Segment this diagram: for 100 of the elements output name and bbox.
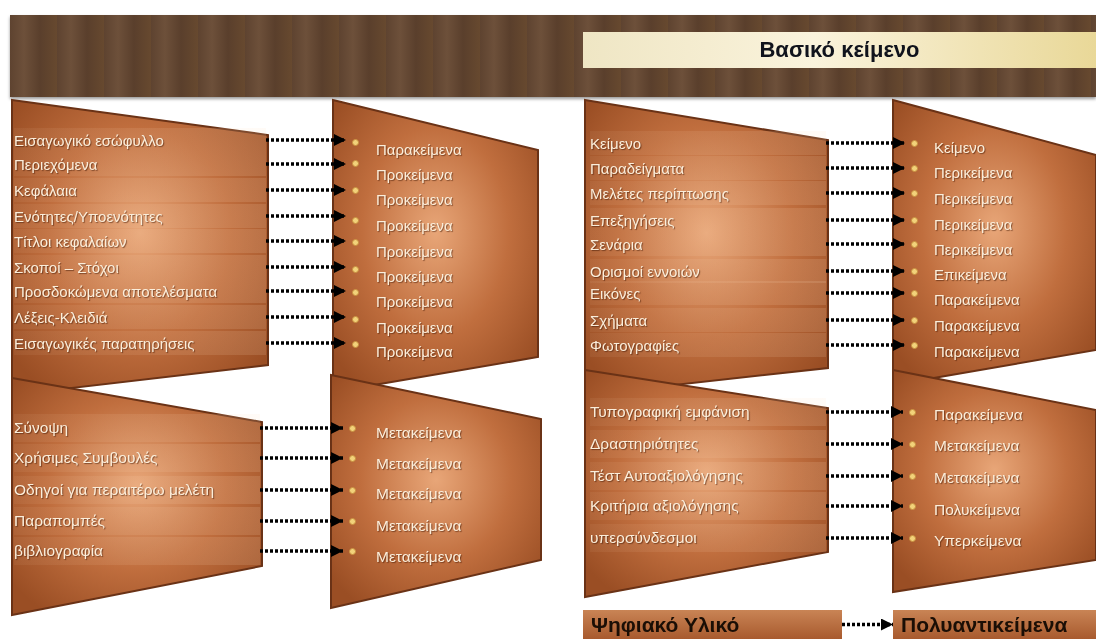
list-item: Οδηγοί για περαιτέρω μελέτη	[14, 481, 215, 499]
dotted-arrow	[826, 532, 903, 544]
list-item: Προκείμενα	[376, 318, 453, 336]
list-item: Επικείμενα	[934, 265, 1007, 283]
list-row	[14, 507, 260, 535]
list-item: Τυπογραφική εμφάνιση	[590, 403, 750, 421]
dotted-arrow	[826, 238, 905, 250]
list-item: Περικείμενα	[934, 163, 1013, 181]
list-item: Προκείμενα	[376, 292, 453, 310]
list-item: Παραπομπές	[14, 512, 106, 530]
list-row	[14, 204, 266, 228]
list-row	[590, 333, 826, 357]
list-item: Κείμενο	[590, 134, 642, 152]
list-row	[14, 279, 266, 303]
list-item: Μελέτες περίπτωσης	[590, 184, 729, 202]
list-row	[14, 331, 266, 355]
list-item: Παρακείμενα	[934, 290, 1020, 308]
dotted-arrow	[266, 311, 346, 323]
dotted-arrow	[266, 158, 346, 170]
list-item: Επεξηγήσεις	[590, 211, 675, 229]
dotted-arrow	[826, 287, 905, 299]
list-item: Ορισμοί εννοιών	[590, 262, 700, 280]
list-row	[14, 178, 266, 202]
list-item: Παραδείγματα	[590, 159, 685, 177]
list-row	[14, 152, 266, 176]
list-item: Ενότητες/Υποενότητες	[14, 207, 163, 225]
dotted-arrow	[826, 265, 905, 277]
list-item: Φωτογραφίες	[590, 336, 680, 354]
list-item: Κριτήρια αξιολόγησης	[590, 497, 739, 515]
list-row	[14, 414, 260, 442]
label-box: Πολυαντικείμενα	[893, 610, 1096, 639]
list-row	[590, 156, 826, 180]
dotted-arrow	[266, 134, 346, 146]
dotted-arrow	[266, 210, 346, 222]
list-item: Προκείμενα	[376, 342, 453, 360]
dotted-arrow	[266, 285, 346, 297]
list-item: Παρακείμενα	[934, 316, 1020, 334]
list-item: Τίτλοι κεφαλαίων	[14, 232, 127, 250]
list-item: Κεφάλαια	[14, 181, 78, 199]
dotted-arrow	[266, 184, 346, 196]
dotted-arrow	[826, 500, 903, 512]
list-row	[14, 476, 260, 504]
list-item: Περιεχόμενα	[14, 155, 98, 173]
label-box: Ψηφιακό Υλικό	[583, 610, 842, 639]
title-banner: Βασικό κείμενο	[583, 32, 1096, 68]
list-item: Μετακείμενα	[376, 548, 462, 566]
list-item: Κείμενο	[934, 138, 986, 156]
list-row	[14, 128, 266, 152]
list-item: Δραστηριότητες	[590, 435, 699, 453]
list-row	[14, 305, 266, 329]
list-item: Σύνοψη	[14, 419, 69, 437]
list-row	[590, 259, 826, 283]
list-item: Μετακείμενα	[376, 485, 462, 503]
dotted-arrow	[260, 515, 343, 527]
list-item: Μετακείμενα	[376, 517, 462, 535]
dotted-arrow	[826, 339, 905, 351]
list-item: Περικείμενα	[934, 189, 1013, 207]
list-item: Πολυκείμενα	[934, 501, 1021, 519]
list-item: Προκείμενα	[376, 190, 453, 208]
dotted-arrow	[260, 545, 343, 557]
dotted-arrow	[266, 261, 346, 273]
list-item: Εισαγωγικό εσώφυλλο	[14, 131, 164, 149]
list-item: Μετακείμενα	[376, 424, 462, 442]
dotted-arrow	[826, 406, 903, 418]
dotted-arrow	[842, 618, 893, 631]
list-item: Χρήσιμες Συμβουλές	[14, 449, 158, 467]
dotted-arrow	[260, 484, 343, 496]
list-row	[590, 181, 826, 205]
list-item: Περικείμενα	[934, 215, 1013, 233]
list-row	[590, 524, 826, 552]
dotted-arrow	[826, 314, 905, 326]
list-row	[590, 131, 826, 155]
list-row	[14, 444, 260, 472]
dotted-arrow	[826, 214, 905, 226]
list-item: Παρακείμενα	[934, 406, 1023, 424]
list-row	[14, 229, 266, 253]
list-row	[590, 232, 826, 256]
list-item: βιβλιογραφία	[14, 542, 104, 560]
dotted-arrow	[260, 422, 343, 434]
list-item: Προσδοκώμενα αποτελέσματα	[14, 282, 218, 300]
list-item: Περικείμενα	[934, 240, 1013, 258]
list-item: Τέστ Αυτοαξιολόγησης	[590, 467, 743, 485]
list-item: Εισαγωγικές παρατηρήσεις	[14, 334, 195, 352]
list-item: Παρακείμενα	[934, 342, 1020, 360]
list-row	[590, 462, 826, 490]
dotted-arrow	[826, 137, 905, 149]
list-item: Προκείμενα	[376, 165, 453, 183]
dotted-arrow	[826, 187, 905, 199]
dotted-arrow	[260, 452, 343, 464]
list-item: Σκοποί – Στόχοι	[14, 258, 119, 276]
list-item: Σχήματα	[590, 311, 648, 329]
list-row	[590, 398, 826, 426]
list-row	[590, 308, 826, 332]
dotted-arrow	[266, 337, 346, 349]
list-item: Προκείμενα	[376, 216, 453, 234]
list-item: Εικόνες	[590, 284, 641, 302]
dotted-arrow	[826, 438, 903, 450]
list-item: Μετακείμενα	[934, 437, 1020, 455]
list-row	[590, 430, 826, 458]
dotted-arrow	[826, 162, 905, 174]
